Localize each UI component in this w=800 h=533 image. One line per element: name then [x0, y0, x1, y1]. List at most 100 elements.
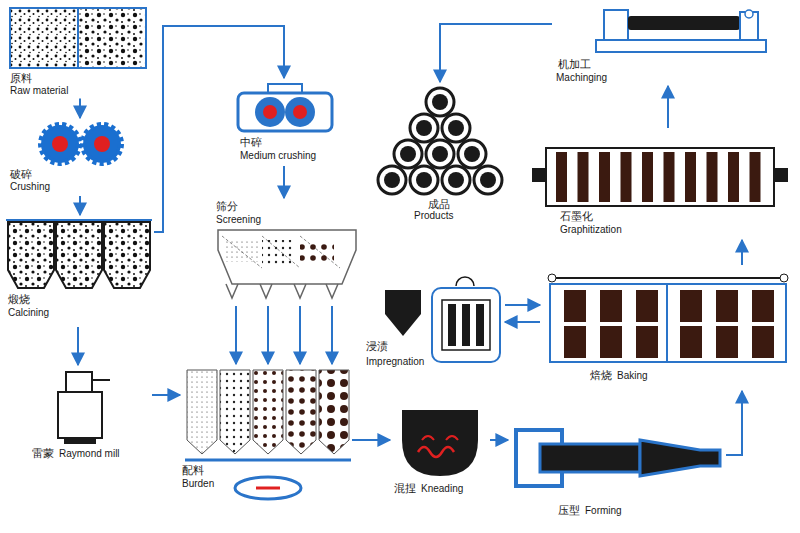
graphitization-furnace-part: [546, 148, 774, 206]
baking-furnace-part: [636, 290, 658, 322]
graphitization-furnace-part: [685, 152, 696, 202]
flow-arrow: [235, 306, 237, 364]
graphitization-furnace-part: [664, 152, 675, 202]
electrode-pile-part: [378, 166, 406, 194]
stage-name-zh: 原料: [10, 72, 32, 85]
process-stage: 配料Burden: [180, 364, 352, 506]
raymond-mill-part: [66, 372, 92, 392]
graphitization-furnace-part: [556, 152, 761, 202]
stage-name-zh: 配料: [182, 464, 204, 477]
medium-crusher: [238, 84, 332, 131]
graphitization-furnace-part: [556, 152, 567, 202]
kneading-pot-part: [422, 436, 458, 440]
stage-name-zh: 破碎: [10, 168, 32, 181]
baking-furnace-part: [548, 277, 788, 279]
baking-furnace-part: [564, 290, 774, 358]
calcining-furnace: [6, 220, 152, 288]
baking-furnace-part: [564, 290, 586, 322]
burden-bins-part: [187, 370, 217, 454]
crusher-rollers: [41, 125, 121, 163]
graphitization-furnace-part: [728, 152, 739, 202]
electrode-pile-part: [458, 140, 486, 168]
burden-bins-part: [220, 370, 250, 454]
flow-arrow: [505, 304, 540, 306]
flow-arrow: [77, 327, 79, 365]
lathe-part: [604, 10, 628, 40]
process-stage: 成品Products: [370, 82, 510, 224]
electrode-pile-part: [410, 114, 438, 142]
flow-arrow: [440, 24, 552, 82]
raymond-mill-part: [64, 438, 96, 444]
baking-furnace-part: [716, 290, 738, 322]
process-stage: 混捏 Kneading: [390, 402, 490, 502]
flow-arrow: [490, 439, 508, 441]
flow-arrow: [299, 306, 301, 364]
electrode-pile-part: [442, 114, 470, 142]
stage-name-zh: 中碎: [240, 136, 262, 149]
medium-crusher-part: [285, 97, 315, 127]
screening-machine: [218, 230, 356, 298]
flow-arrow: [505, 321, 540, 323]
baking-furnace-part: [666, 284, 668, 362]
graphitization-furnace: [532, 148, 788, 206]
stage-name-zh: 筛分: [216, 200, 238, 213]
stage-name-en: Forming: [585, 505, 622, 517]
kneading-pot-part: [402, 410, 478, 476]
baking-furnace-part: [716, 326, 738, 358]
lathe-part: [596, 40, 766, 52]
stage-name-en: Crushing: [10, 181, 50, 193]
impregnation-tank-part: [448, 304, 456, 346]
graphitization-furnace-part: [750, 152, 761, 202]
flow-arrow: [726, 391, 742, 455]
baking-furnace-part: [636, 326, 658, 358]
stage-name-zh: 焙烧: [590, 369, 612, 382]
raymond-mill-part: [58, 392, 102, 438]
burden-bins-part: [185, 459, 351, 462]
flow-arrow: [79, 196, 81, 215]
lathe: [596, 10, 766, 52]
screening-machine-part: [218, 230, 356, 284]
electrode-pile-part: [400, 146, 416, 162]
kneading-pot-part: [418, 447, 454, 457]
electrode-pile-part: [432, 146, 448, 162]
medium-crusher-part: [255, 97, 285, 127]
stage-name-zh: 石墨化: [560, 210, 593, 223]
graphitization-furnace-part: [707, 152, 718, 202]
graphitization-furnace-part: [599, 152, 610, 202]
baking-furnace-part: [680, 290, 702, 322]
flow-arrow: [283, 166, 285, 198]
raymond-mill-part: [92, 379, 110, 381]
impregnation-tank: [385, 277, 500, 362]
flow-arrow: [352, 439, 390, 441]
screening-machine-part: [222, 236, 262, 268]
stage-name-en: Screening: [216, 214, 261, 226]
electrode-pile-part: [432, 94, 448, 110]
calcining-furnace-part: [6, 219, 152, 221]
extrusion-press-part: [640, 440, 720, 476]
electrode-pile-part: [410, 166, 438, 194]
baking-furnace-part: [752, 326, 774, 358]
electrode-pile-part: [480, 172, 496, 188]
flow-arrow: [267, 306, 269, 364]
graphitization-furnace-part: [621, 152, 632, 202]
stage-name-zh: 混捏: [394, 482, 416, 495]
stage-name-en: Kneading: [421, 483, 463, 495]
calcining-furnace-part: [104, 222, 150, 288]
flow-arrow: [79, 99, 81, 119]
stage-name-en: Burden: [182, 478, 214, 490]
crusher-rollers-part: [83, 125, 121, 163]
electrode-pile-part: [448, 120, 464, 136]
screening-machine-part: [300, 236, 340, 268]
burden-bins-part: [256, 487, 280, 490]
stage-name-zh: 成品: [428, 198, 450, 211]
process-stage: 中碎Medium crushing: [232, 78, 336, 166]
lathe-part: [745, 10, 753, 18]
flow-arrow: [741, 240, 743, 265]
electrode-pile-part: [416, 172, 432, 188]
baking-furnace: [548, 274, 788, 362]
electrode-pile-part: [426, 88, 454, 116]
crusher-rollers-part: [41, 125, 79, 163]
process-stage: 压型Forming: [508, 420, 726, 526]
process-stage: 雷蒙Raymond mill: [28, 365, 152, 470]
